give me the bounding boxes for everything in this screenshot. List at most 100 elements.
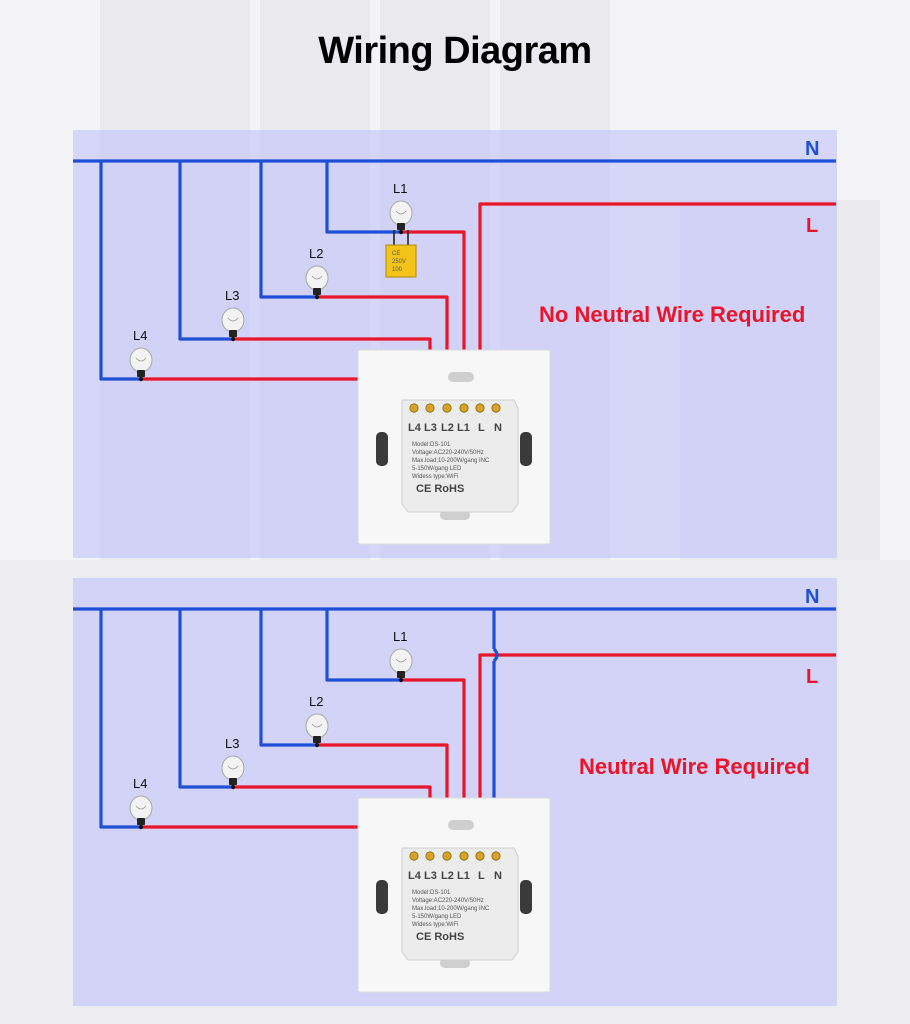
lamp-filament xyxy=(311,275,323,280)
terminal-screw xyxy=(475,851,485,861)
terminal-label-n: N xyxy=(494,422,502,434)
lamp-glass xyxy=(389,200,413,226)
lamp-filament xyxy=(227,317,239,322)
switched-wire-l1 xyxy=(401,230,466,408)
switch-info-line: 5-150W/gang LED xyxy=(412,914,462,920)
live-label: L xyxy=(806,215,818,237)
terminal-label-l2: L2 xyxy=(441,422,454,434)
lamp-tip xyxy=(398,229,404,235)
capacitor-text: 100 xyxy=(392,267,403,273)
terminal-screw xyxy=(425,851,435,861)
lamp-base xyxy=(397,223,405,230)
switch-clip-right xyxy=(520,880,532,914)
live-wire xyxy=(478,653,836,856)
terminal-screw xyxy=(442,851,452,861)
capacitor-body xyxy=(385,244,417,278)
lamp-filament xyxy=(311,723,323,728)
terminal-label-l3: L3 xyxy=(424,870,437,882)
neutral-branch-l3 xyxy=(178,161,233,341)
certification-marks: CE RoHS xyxy=(416,483,464,495)
lamp-l1: L1 xyxy=(389,181,413,235)
lamp-filament xyxy=(395,658,407,663)
terminal-screw xyxy=(491,851,501,861)
lamp-glass xyxy=(129,347,153,373)
lamp-glass xyxy=(305,265,329,291)
switch-info-line: Model:DS-101 xyxy=(412,442,451,448)
terminal-screw xyxy=(459,403,469,413)
lamp-base xyxy=(313,736,321,743)
lamp-label-l4: L4 xyxy=(133,776,147,791)
lamp-base xyxy=(313,288,321,295)
capacitor: CE 250V 100 xyxy=(385,230,417,278)
terminal-label-l: L xyxy=(478,870,485,882)
lamp-label-l4: L4 xyxy=(133,328,147,343)
lamp-filament xyxy=(135,357,147,362)
terminal-screw xyxy=(459,851,469,861)
lamp-l4: L4 xyxy=(129,776,153,830)
live-wire xyxy=(478,202,836,408)
lamp-l4: L4 xyxy=(129,328,153,382)
lamp-label-l3: L3 xyxy=(225,288,239,303)
switch-info-line: Model:DS-101 xyxy=(412,890,451,896)
lamp-label-l3: L3 xyxy=(225,736,239,751)
terminal-label-l3: L3 xyxy=(424,422,437,434)
lamp-l3: L3 xyxy=(221,288,245,342)
switch-tab-top xyxy=(448,372,474,382)
certification-marks: CE RoHS xyxy=(416,931,464,943)
neutral-branch-l2 xyxy=(259,161,317,299)
lamp-glass xyxy=(221,307,245,333)
terminal-label-l2: L2 xyxy=(441,870,454,882)
lamp-label-l2: L2 xyxy=(309,246,323,261)
switch-body xyxy=(401,399,519,513)
lamp-tip xyxy=(230,784,236,790)
switch-info-line: Voltage:AC220-240V/50Hz xyxy=(412,898,484,904)
switch-info-line: Widess type:WiFi xyxy=(412,922,458,928)
neutral-branch-l3 xyxy=(178,609,233,789)
neutral-branch-l4 xyxy=(99,609,141,829)
terminal-label-l4: L4 xyxy=(408,422,422,434)
switch-tab-top xyxy=(448,820,474,830)
lamp-glass xyxy=(389,648,413,674)
lamp-label-l1: L1 xyxy=(393,629,407,644)
diagram-note: Neutral Wire Required xyxy=(579,754,810,779)
lamp-label-l1: L1 xyxy=(393,181,407,196)
lamp-glass xyxy=(221,755,245,781)
switch-info-line: Voltage:AC220-240V/50Hz xyxy=(412,450,484,456)
switch-body xyxy=(401,847,519,961)
lamp-base xyxy=(137,818,145,825)
terminal-label-l1: L1 xyxy=(457,870,470,882)
diagram-note: No Neutral Wire Required xyxy=(539,302,805,327)
terminal-label-l: L xyxy=(478,422,485,434)
lamp-l2: L2 xyxy=(305,246,329,300)
lamp-label-l2: L2 xyxy=(309,694,323,709)
lamp-base xyxy=(397,671,405,678)
terminal-label-l1: L1 xyxy=(457,422,470,434)
lamp-tip xyxy=(138,376,144,382)
neutral-branch-l1 xyxy=(325,161,401,234)
neutral-branch-l1 xyxy=(325,609,401,682)
page-title: Wiring Diagram xyxy=(318,30,592,72)
switch-info-line: Widess type:WiFi xyxy=(412,474,458,480)
switch-info-line: Max.load:10-200W/gang INC xyxy=(412,458,490,464)
lamp-tip xyxy=(138,824,144,830)
capacitor-text: CE xyxy=(392,251,400,257)
terminal-label-l4: L4 xyxy=(408,870,422,882)
switch-info-line: Max.load:10-200W/gang INC xyxy=(412,906,490,912)
terminal-label-n: N xyxy=(494,870,502,882)
lamp-glass xyxy=(129,795,153,821)
lamp-base xyxy=(229,778,237,785)
neutral-branch-l2 xyxy=(259,609,317,747)
terminal-screw xyxy=(425,403,435,413)
switch-info-line: 5-150W/gang LED xyxy=(412,466,462,472)
lamp-base xyxy=(137,370,145,377)
switched-wire-l1 xyxy=(401,678,466,856)
neutral-hop xyxy=(492,647,499,663)
switch-clip-left xyxy=(376,880,388,914)
neutral-branch-l4 xyxy=(99,161,141,381)
capacitor-text: 250V xyxy=(392,259,406,265)
lamp-l1: L1 xyxy=(389,629,413,683)
